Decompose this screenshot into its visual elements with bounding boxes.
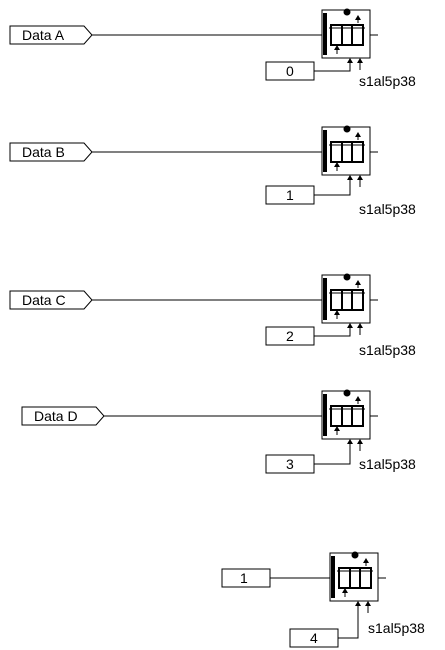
block-dot-icon — [343, 125, 351, 133]
block-name-label: s1al5p38 — [359, 342, 416, 358]
input-arrow-icon — [357, 175, 363, 180]
index-wire — [314, 442, 351, 465]
block-name-label: s1al5p38 — [359, 73, 416, 89]
index-constant-value: 0 — [286, 63, 294, 79]
array-grid-icon — [330, 289, 364, 311]
block-dot-icon — [343, 8, 351, 16]
index-arrow-icon — [355, 601, 361, 606]
array-write-block[interactable] — [329, 551, 379, 602]
array-write-block[interactable] — [321, 389, 371, 440]
block-name-label: s1al5p38 — [359, 456, 416, 472]
input-arrow-icon — [357, 58, 363, 63]
index-wire — [338, 604, 359, 639]
index-constant-value: 2 — [286, 328, 294, 344]
array-grid-icon — [330, 24, 364, 46]
row-0: Data A 0 s1al5p38 — [9, 8, 416, 89]
row-4: 1 4 s1al5p38 — [221, 551, 425, 648]
input-port-shape[interactable] — [9, 290, 93, 310]
index-constant-value: 4 — [310, 630, 318, 646]
index-wire — [314, 61, 351, 72]
input-port-shape[interactable] — [21, 406, 105, 426]
input-arrow-icon — [365, 601, 371, 606]
block-dot-icon — [343, 273, 351, 281]
input-port-label: Data C — [22, 292, 66, 308]
index-wire — [314, 178, 351, 196]
index-arrow-icon — [347, 323, 353, 328]
array-grid-icon — [330, 405, 364, 427]
input-port-shape[interactable] — [9, 25, 93, 45]
row-3: Data D 3 s1al5p38 — [21, 389, 416, 474]
input-port-label: Data B — [22, 144, 65, 160]
block-name-label: s1al5p38 — [368, 620, 425, 636]
constant-value: 1 — [240, 570, 248, 586]
index-arrow-icon — [347, 439, 353, 444]
input-arrow-icon — [357, 439, 363, 444]
input-arrow-icon — [357, 323, 363, 328]
index-arrow-icon — [347, 175, 353, 180]
input-port-label: Data D — [34, 408, 78, 424]
array-write-block[interactable] — [321, 8, 371, 59]
block-name-label: s1al5p38 — [359, 201, 416, 217]
block-dot-icon — [351, 551, 359, 559]
index-constant-value: 3 — [286, 456, 294, 472]
row-1: Data B 1 s1al5p38 — [9, 125, 416, 217]
input-port-label: Data A — [22, 27, 65, 43]
index-arrow-icon — [347, 58, 353, 63]
array-grid-icon — [330, 141, 364, 163]
input-port-shape[interactable] — [9, 142, 93, 162]
block-dot-icon — [343, 389, 351, 397]
row-2: Data C 2 s1al5p38 — [9, 273, 416, 358]
array-write-block[interactable] — [321, 273, 371, 324]
array-grid-icon — [338, 567, 372, 589]
index-wire — [314, 326, 351, 337]
array-write-block[interactable] — [321, 125, 371, 176]
index-constant-value: 1 — [286, 187, 294, 203]
